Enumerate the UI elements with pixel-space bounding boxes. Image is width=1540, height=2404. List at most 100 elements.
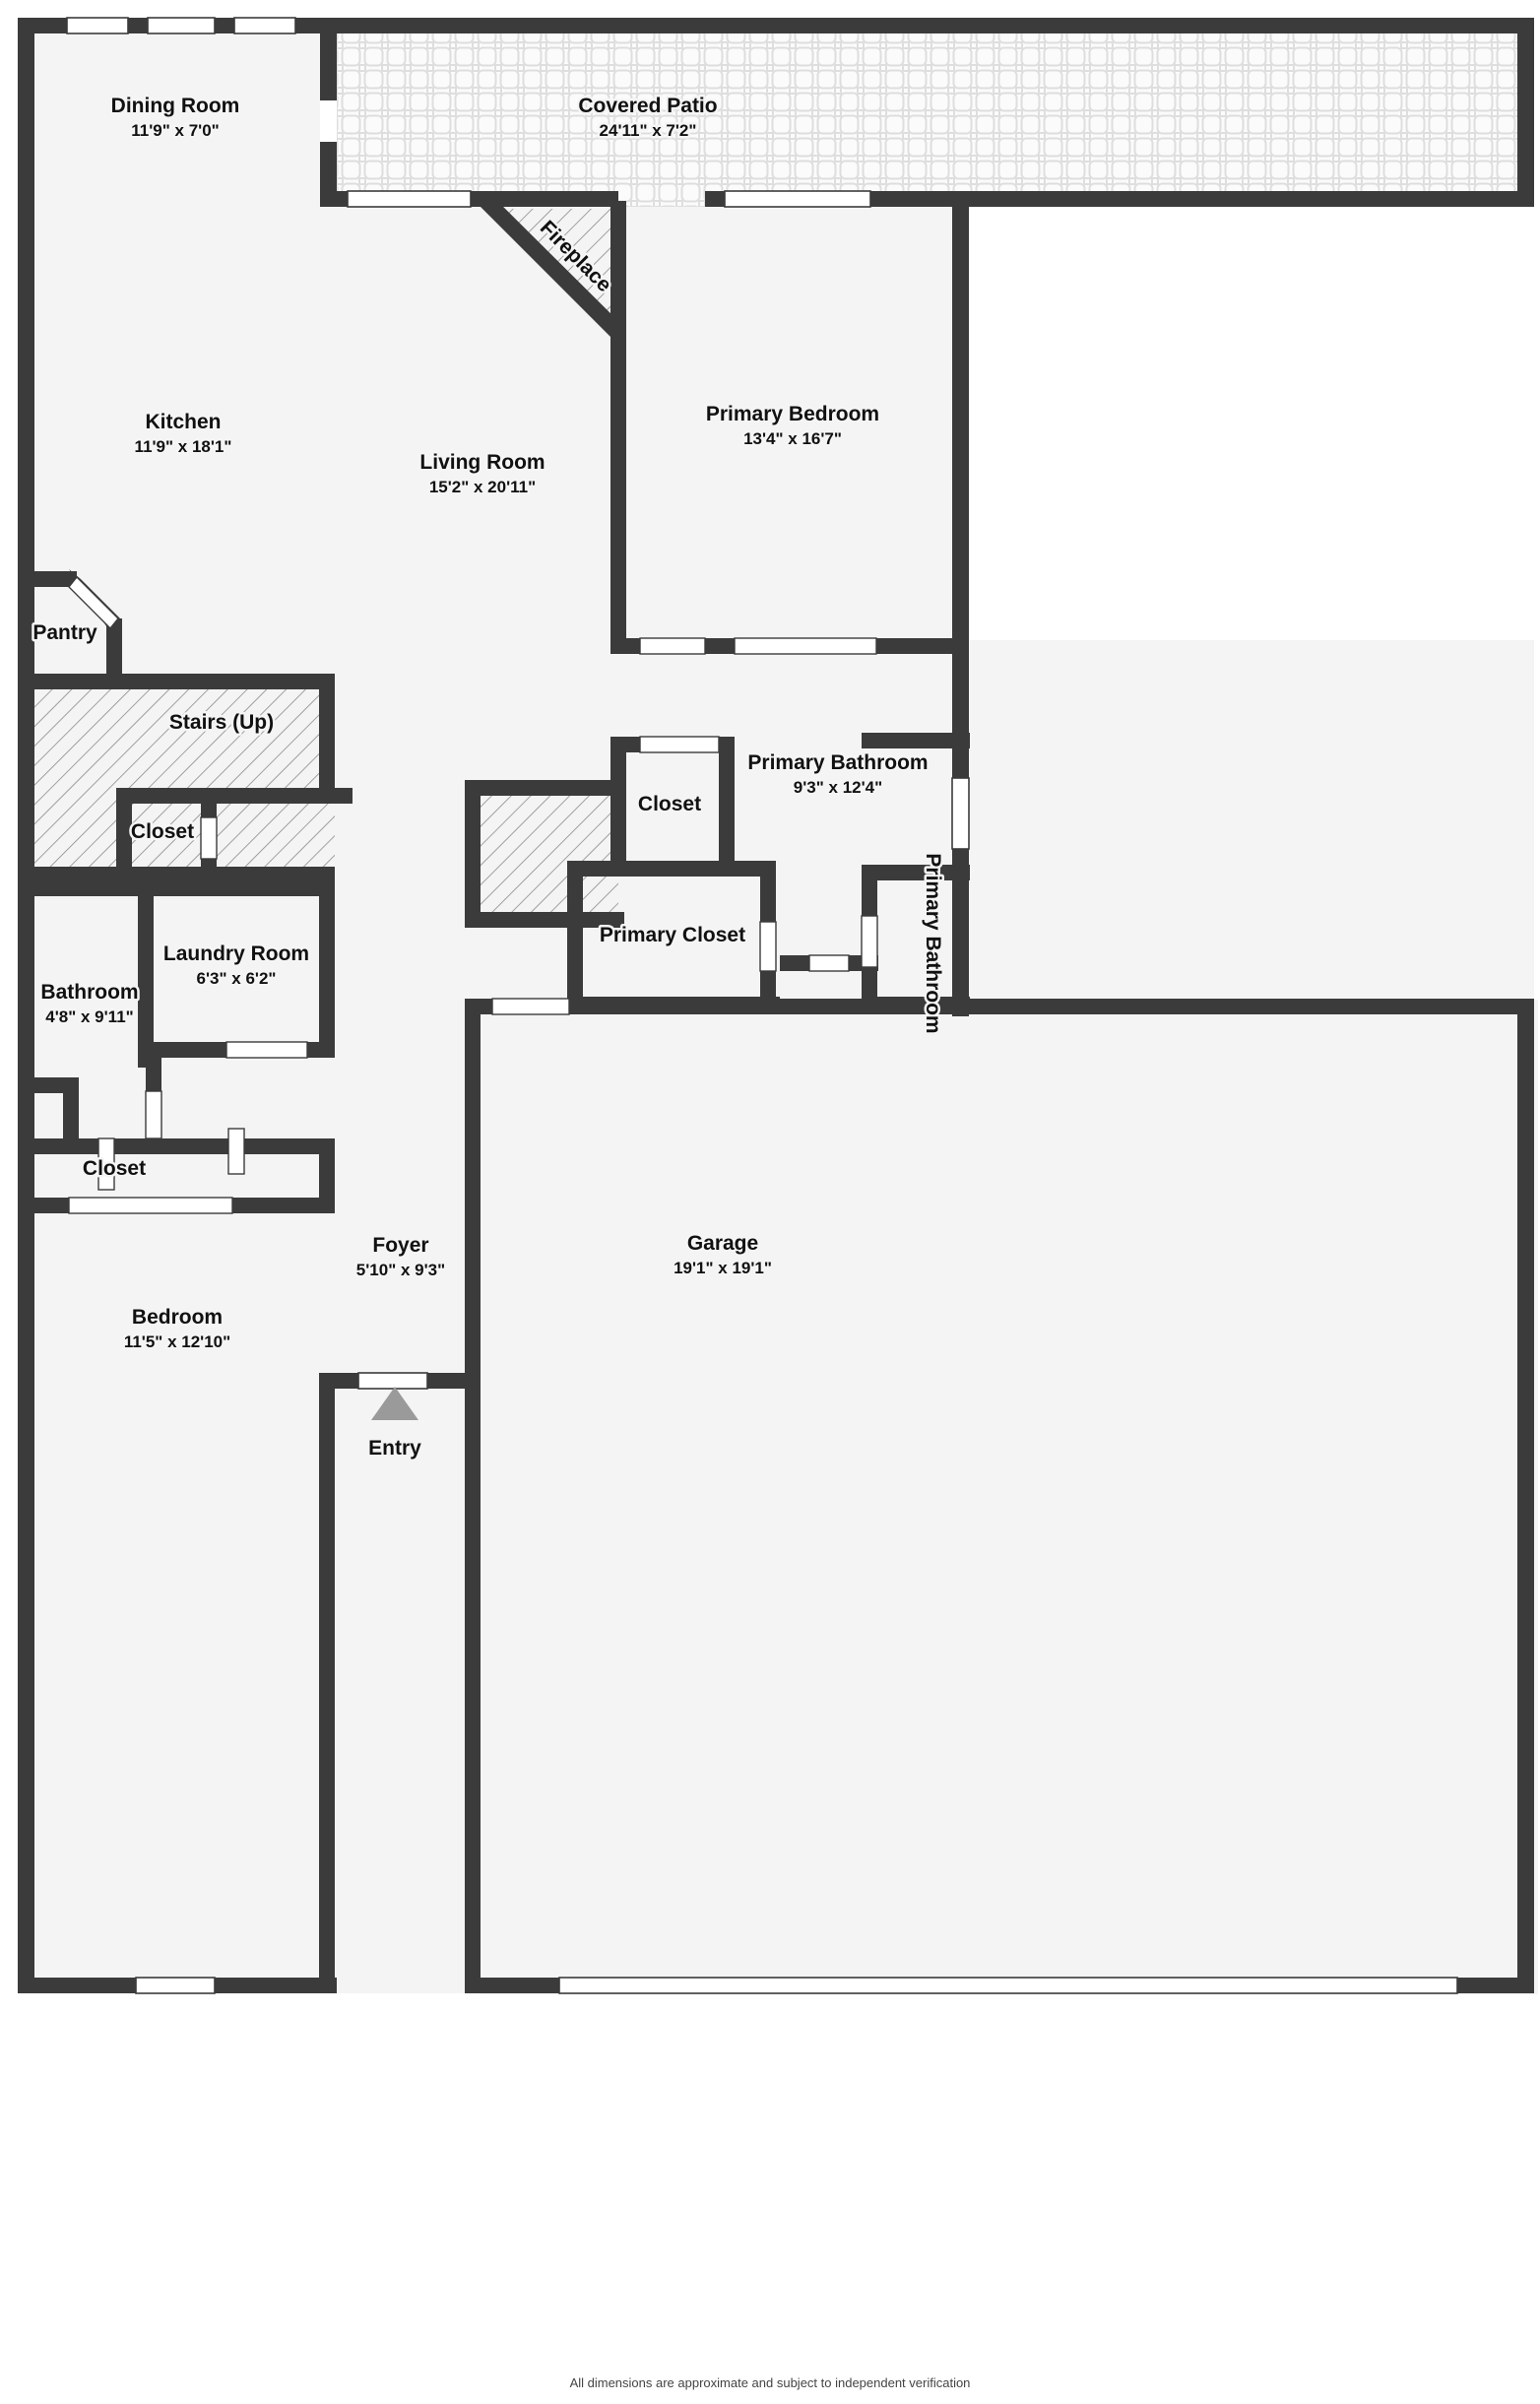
wall-patio-bottom-c xyxy=(705,191,725,207)
window-dining-2 xyxy=(147,17,216,34)
wall-patio-bottom-b xyxy=(471,191,618,207)
door-primary-bath-2 xyxy=(861,915,878,968)
wall-top-dining-a xyxy=(18,18,67,33)
wall-dining-patio-upper xyxy=(320,18,337,100)
wall-right-exterior-mid xyxy=(952,650,969,741)
label-laundry-room: Laundry Room xyxy=(163,942,309,965)
wall-stairs-landing-top xyxy=(477,780,624,796)
wall-laundry-bottom-b xyxy=(307,1042,335,1058)
dims-garage: 19'1" x 19'1" xyxy=(674,1259,772,1277)
wall-top-dining-c xyxy=(215,18,234,33)
wall-stairs-landing-left xyxy=(465,780,481,928)
door-closet-top-a xyxy=(97,1137,115,1191)
floor-fills xyxy=(18,18,1538,1994)
wall-pantry-right xyxy=(106,618,122,682)
window-dining-1 xyxy=(66,17,129,34)
dims-dining-room: 11'9" x 7'0" xyxy=(131,121,219,140)
entry-marker: Entry xyxy=(368,1387,421,1460)
door-closet-top-b xyxy=(227,1128,245,1175)
door-entry xyxy=(357,1372,428,1390)
label-bedroom: Bedroom xyxy=(132,1306,223,1329)
wall-pbath2-top xyxy=(862,865,970,880)
wall-patio-bottom-d xyxy=(870,191,969,207)
label-foyer: Foyer xyxy=(372,1234,428,1257)
dims-kitchen: 11'9" x 18'1" xyxy=(135,437,232,456)
wall-exterior-left-lower xyxy=(18,1481,34,1993)
dims-primary-bedroom: 13'4" x 16'7" xyxy=(743,429,842,448)
wall-exterior-right-patio xyxy=(1517,18,1534,207)
dims-living-room: 15'2" x 20'11" xyxy=(429,478,536,496)
wall-pb-bottom-b xyxy=(705,638,735,654)
wall-primary-closet-left xyxy=(567,861,583,1008)
window-dining-3 xyxy=(233,17,296,34)
label-pantry: Pantry xyxy=(32,621,97,644)
wall-foyer-garage-divider xyxy=(465,999,481,1993)
wall-garage-top xyxy=(481,999,1534,1014)
wall-hall-closet-right-a xyxy=(201,788,217,817)
wall-fireplace-diagonal xyxy=(477,193,626,341)
wall-laundry-right xyxy=(319,880,335,1050)
wall-pb-bottom-c xyxy=(876,638,969,654)
wall-bath-small-right xyxy=(63,1077,79,1138)
label-primary-small-closet: Closet xyxy=(638,793,701,815)
wall-hall-closet-right-b xyxy=(201,859,217,882)
wall-bath-laundry-divider xyxy=(138,880,154,1068)
floor-primary-bedroom xyxy=(618,207,968,650)
wall-foyer-entry-a xyxy=(319,1373,358,1389)
label-garage: Garage xyxy=(687,1232,758,1255)
wall-bedroom-closet-top xyxy=(18,1138,335,1154)
floor-garage-foyer xyxy=(480,1000,1538,1994)
wall-primary-bedroom-right xyxy=(952,201,969,654)
dims-primary-bathroom: 9'3" x 12'4" xyxy=(794,778,882,797)
window-primary-bathroom xyxy=(951,777,970,850)
covered-patio-tile-fill xyxy=(337,18,1534,207)
garage-overhead-door xyxy=(558,1977,1458,1994)
label-hall-closet: Closet xyxy=(131,820,194,843)
floor-lower-left xyxy=(18,867,362,1989)
wall-garage-bottom-b xyxy=(1457,1978,1534,1993)
dims-bedroom: 11'5" x 12'10" xyxy=(124,1332,230,1351)
wall-hall-closet-left xyxy=(116,788,132,882)
entry-arrow-icon xyxy=(371,1387,418,1420)
wall-pbath2-bottom-a xyxy=(780,955,809,971)
door-bedroom-closet xyxy=(68,1197,233,1214)
dims-bathroom: 4'8" x 9'11" xyxy=(45,1007,133,1026)
wall-top-dining-b xyxy=(128,18,148,33)
wall-patio-bottom-e xyxy=(969,191,1534,207)
stairs-landing-hatch xyxy=(481,788,618,918)
wall-right-exterior-lower xyxy=(952,997,969,1016)
door-bathroom xyxy=(145,1090,162,1139)
wall-stairs-right-upper xyxy=(319,674,335,796)
door-pantry xyxy=(68,575,119,630)
wall-garage-bottom-a xyxy=(481,1978,559,1993)
wall-stairs-lower-divider xyxy=(18,867,335,882)
door-primary-small-closet xyxy=(639,736,720,753)
entry-label: Entry xyxy=(368,1437,421,1460)
dims-laundry-room: 6'3" x 6'2" xyxy=(197,969,277,988)
wall-primary-closet-right-a xyxy=(760,861,776,922)
door-garage-foyer xyxy=(491,998,570,1015)
label-primary-bedroom: Primary Bedroom xyxy=(706,403,879,425)
label-stairs-up: Stairs (Up) xyxy=(169,711,274,734)
slider-patio-living xyxy=(347,190,472,208)
label-living-room: Living Room xyxy=(419,451,545,474)
label-bathroom: Bathroom xyxy=(40,981,138,1004)
wall-dining-patio-lower xyxy=(320,142,337,207)
wall-small-closet-left xyxy=(610,737,626,877)
wall-bedroom-closet-right xyxy=(319,1138,335,1200)
wall-exterior-left-upper xyxy=(18,18,34,1481)
window-primary-bedroom xyxy=(724,190,871,208)
stairs-up-hatch xyxy=(28,682,335,875)
wall-primary-closet-top xyxy=(567,861,776,877)
label-primary-bathroom: Primary Bathroom xyxy=(747,751,928,774)
door-hall-closet xyxy=(200,816,218,860)
wall-living-primary-bedroom xyxy=(610,201,626,650)
wall-stairs-landing-bottom xyxy=(477,912,624,928)
wall-pbath-top xyxy=(862,733,970,748)
dims-foyer: 5'10" x 9'3" xyxy=(356,1261,445,1279)
door-primary-bath-hall xyxy=(808,954,850,972)
wall-small-closet-right xyxy=(719,737,735,877)
wall-top-patio xyxy=(337,18,1534,33)
